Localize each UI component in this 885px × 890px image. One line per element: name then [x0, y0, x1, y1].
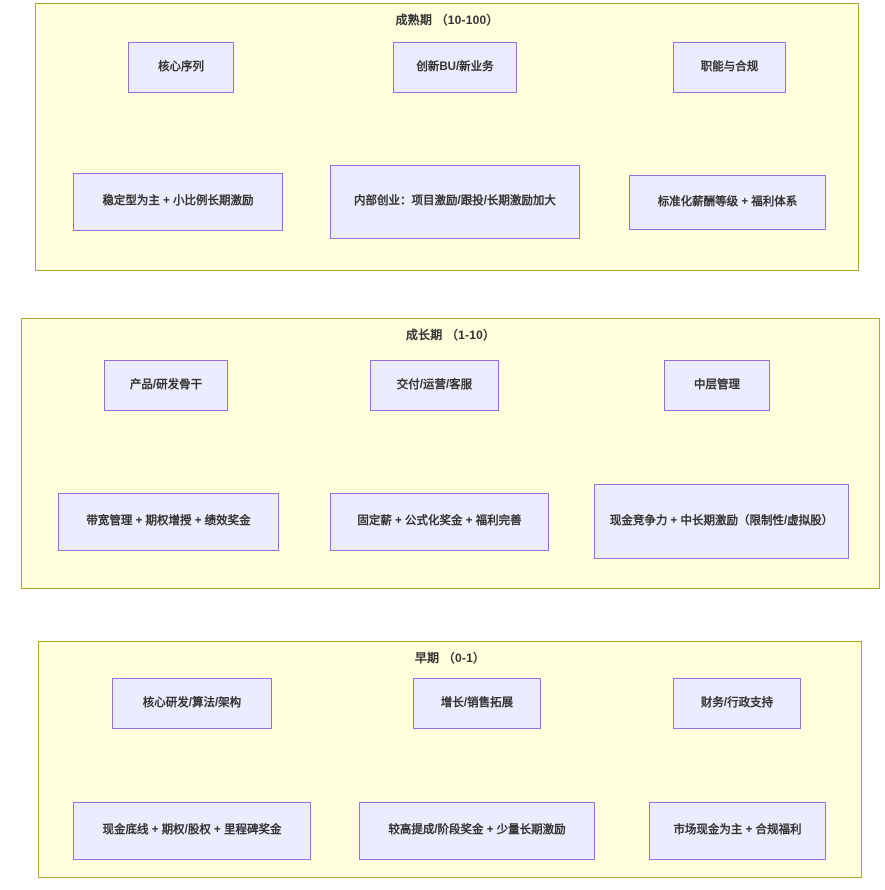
node-g-pay-2[interactable]: 固定薪 + 公式化奖金 + 福利完善: [330, 493, 549, 551]
node-m-role-3[interactable]: 职能与合规: [673, 42, 786, 93]
cluster-title-mature: 成熟期 （10-100）: [395, 13, 499, 27]
node-label: 现金底线 + 期权/股权 + 里程碑奖金: [102, 824, 282, 837]
node-label: 核心序列: [158, 60, 204, 73]
node-label: 交付/运营/客服: [396, 378, 473, 391]
node-label: 稳定型为主 + 小比例长期激励: [102, 195, 254, 208]
node-label: 中层管理: [694, 378, 740, 391]
node-label: 现金竞争力 + 中长期激励（限制性/虚拟股）: [609, 514, 834, 527]
node-g-role-2[interactable]: 交付/运营/客服: [370, 360, 499, 411]
node-e-pay-3[interactable]: 市场现金为主 + 合规福利: [649, 802, 826, 860]
node-g-role-3[interactable]: 中层管理: [664, 360, 770, 411]
node-m-pay-2[interactable]: 内部创业：项目激励/跟投/长期激励加大: [330, 165, 580, 239]
node-g-pay-1[interactable]: 带宽管理 + 期权增授 + 绩效奖金: [58, 493, 279, 551]
node-label: 带宽管理 + 期权增授 + 绩效奖金: [86, 515, 251, 528]
cluster-title-early: 早期 （0-1）: [414, 651, 486, 665]
cluster-title-growth: 成长期 （1-10）: [405, 328, 496, 342]
node-e-pay-1[interactable]: 现金底线 + 期权/股权 + 里程碑奖金: [73, 802, 311, 860]
node-g-role-1[interactable]: 产品/研发骨干: [104, 360, 228, 411]
node-e-role-3[interactable]: 财务/行政支持: [673, 678, 801, 729]
node-label: 内部创业：项目激励/跟投/长期激励加大: [354, 195, 556, 208]
node-label: 创新BU/新业务: [416, 60, 494, 73]
node-m-pay-3[interactable]: 标准化薪酬等级 + 福利体系: [629, 175, 826, 230]
node-label: 标准化薪酬等级 + 福利体系: [657, 195, 798, 208]
node-label: 市场现金为主 + 合规福利: [673, 824, 802, 837]
node-label: 职能与合规: [700, 60, 759, 73]
node-m-role-2[interactable]: 创新BU/新业务: [393, 42, 517, 93]
node-label: 较高提成/阶段奖金 + 少量长期激励: [388, 824, 566, 837]
node-g-pay-3[interactable]: 现金竞争力 + 中长期激励（限制性/虚拟股）: [594, 484, 849, 559]
node-label: 核心研发/算法/架构: [142, 696, 242, 709]
node-e-role-1[interactable]: 核心研发/算法/架构: [112, 678, 272, 729]
node-e-pay-2[interactable]: 较高提成/阶段奖金 + 少量长期激励: [359, 802, 595, 860]
node-m-pay-1[interactable]: 稳定型为主 + 小比例长期激励: [73, 173, 283, 231]
node-label: 财务/行政支持: [700, 696, 774, 709]
node-label: 产品/研发骨干: [129, 378, 203, 391]
node-e-role-2[interactable]: 增长/销售拓展: [413, 678, 541, 729]
node-m-role-1[interactable]: 核心序列: [128, 42, 234, 93]
node-label: 增长/销售拓展: [440, 696, 514, 709]
node-label: 固定薪 + 公式化奖金 + 福利完善: [357, 515, 522, 528]
